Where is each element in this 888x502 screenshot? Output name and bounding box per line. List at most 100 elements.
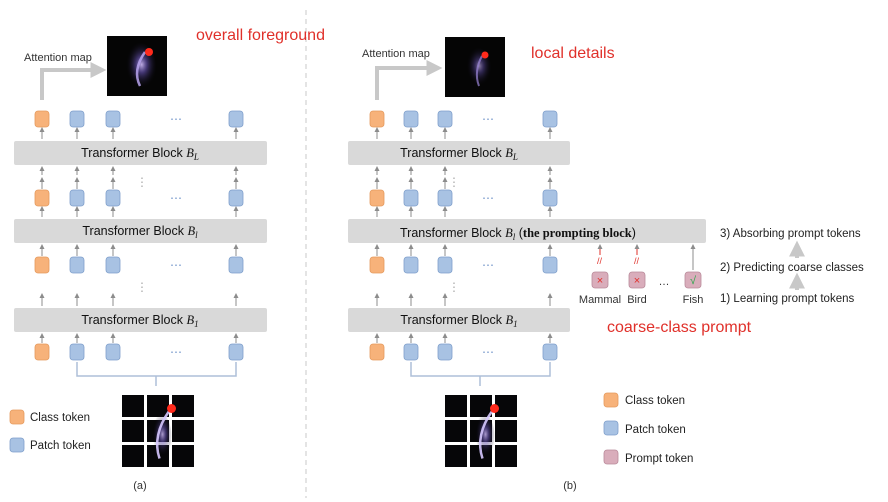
patch-brace-b: [410, 362, 551, 386]
legend-patch-token-a: Patch token: [30, 440, 91, 452]
layer-vdots: ⋮: [136, 280, 148, 294]
patch-token: [437, 110, 453, 128]
image-patch: [445, 445, 467, 467]
block-label-top-b: Transformer Block BL: [400, 146, 518, 162]
block-label-top-a: Transformer Block BL: [81, 146, 199, 162]
input-patch-grid-b: [445, 395, 517, 467]
block-label-mid-a: Transformer Block Bl: [82, 224, 198, 240]
class-token: [369, 189, 385, 207]
legend-patch-token-swatch-b: [603, 420, 619, 436]
panel-a: Attention map overall foreground ⋯⋯⋯⋯⋮⋮ …: [9, 27, 325, 492]
patch-token: [403, 256, 419, 274]
token-ellipsis: ⋯: [482, 258, 494, 272]
patch-token: [403, 110, 419, 128]
image-patch: [147, 395, 169, 417]
patch-token: [105, 256, 121, 274]
layer-vdots: ⋮: [136, 175, 148, 189]
patch-token: [437, 189, 453, 207]
patch-token: [69, 110, 85, 128]
prompt-label-bird: Bird: [627, 294, 647, 306]
image-patch: [445, 395, 467, 417]
image-patch: [172, 420, 194, 442]
prompt-token-fish: √ Fish: [683, 244, 704, 306]
patch-token: [437, 343, 453, 361]
block-label-bottom-b: Transformer Block B1: [400, 313, 517, 329]
annotation-overall-foreground: overall foreground: [196, 27, 325, 44]
patch-token: [403, 189, 419, 207]
image-patch: [122, 395, 144, 417]
class-token: [369, 110, 385, 128]
svg-text:×: ×: [597, 275, 603, 287]
legend-prompt-token-swatch-b: [603, 449, 619, 465]
legend-class-token-b: Class token: [625, 395, 685, 407]
prompt-token-bird: // × Bird: [627, 244, 647, 306]
image-patch: [445, 420, 467, 442]
attention-map-label-a: Attention map: [24, 52, 92, 64]
transformer-block-bottom-b: [348, 308, 570, 332]
prompt-tokens: // × Mammal // × Bird … √ Fish: [579, 244, 704, 306]
transformer-block-top-a: [14, 141, 267, 165]
image-patch: [122, 420, 144, 442]
class-token: [34, 343, 50, 361]
image-patch: [495, 445, 517, 467]
attention-map-label-b: Attention map: [362, 48, 430, 60]
patch-token: [228, 343, 244, 361]
patch-token: [69, 256, 85, 274]
patch-token: [228, 110, 244, 128]
class-token: [34, 110, 50, 128]
class-token: [34, 256, 50, 274]
class-token: [34, 189, 50, 207]
process-steps: 3) Absorbing prompt tokens 2) Predicting…: [720, 228, 864, 305]
token-ellipsis: ⋯: [482, 345, 494, 359]
attention-map-image-a: [107, 36, 167, 96]
block-label-mid-b: Transformer Block Bl (the prompting bloc…: [400, 226, 636, 242]
attention-arrow-b: [375, 60, 443, 100]
token-ellipsis: ⋯: [170, 191, 182, 205]
prompt-ellipsis: …: [659, 276, 670, 288]
transformer-block-bottom-a: [14, 308, 267, 332]
legend-prompt-token-b: Prompt token: [625, 453, 693, 465]
patch-token: [437, 256, 453, 274]
patch-token: [105, 189, 121, 207]
image-patch: [495, 395, 517, 417]
svg-text:√: √: [690, 275, 697, 287]
patch-token: [542, 343, 558, 361]
step-predicting: 2) Predicting coarse classes: [720, 262, 864, 274]
svg-text://: //: [634, 256, 640, 266]
svg-text://: //: [597, 256, 603, 266]
image-patch: [495, 420, 517, 442]
token-layers-b: ⋯⋯⋯⋯⋮⋮: [369, 110, 558, 361]
step-learning: 1) Learning prompt tokens: [720, 293, 854, 305]
prompt-token-mammal: // × Mammal: [579, 244, 621, 306]
token-ellipsis: ⋯: [170, 345, 182, 359]
legend-class-token-a: Class token: [30, 412, 90, 424]
prompt-label-mammal: Mammal: [579, 294, 621, 306]
legend-patch-token-swatch-a: [9, 437, 25, 453]
patch-token: [542, 256, 558, 274]
patch-token: [403, 343, 419, 361]
transformer-block-mid-b-prompting: [348, 219, 706, 243]
transformer-block-top-b: [348, 141, 570, 165]
patch-token: [542, 189, 558, 207]
token-ellipsis: ⋯: [170, 112, 182, 126]
patch-token: [69, 343, 85, 361]
attention-arrow-a: [40, 62, 107, 100]
token-ellipsis: ⋯: [170, 258, 182, 272]
input-patch-grid-a: [122, 395, 194, 467]
class-token: [369, 256, 385, 274]
token-layers-a: ⋯ ⋯ ⋯ ⋯ ⋮ ⋮: [34, 110, 244, 361]
patch-token: [105, 110, 121, 128]
patch-token: [542, 110, 558, 128]
legend-class-token-swatch-b: [603, 392, 619, 408]
prompt-label-fish: Fish: [683, 294, 704, 306]
token-ellipsis: ⋯: [482, 112, 494, 126]
image-patch: [172, 395, 194, 417]
patch-token: [69, 189, 85, 207]
class-token: [369, 343, 385, 361]
patch-brace-a: [76, 362, 237, 386]
image-patch: [172, 445, 194, 467]
annotation-coarse-class-prompt: coarse-class prompt: [607, 319, 752, 336]
caption-b: (b): [563, 480, 576, 492]
legend-patch-token-b: Patch token: [625, 424, 686, 436]
